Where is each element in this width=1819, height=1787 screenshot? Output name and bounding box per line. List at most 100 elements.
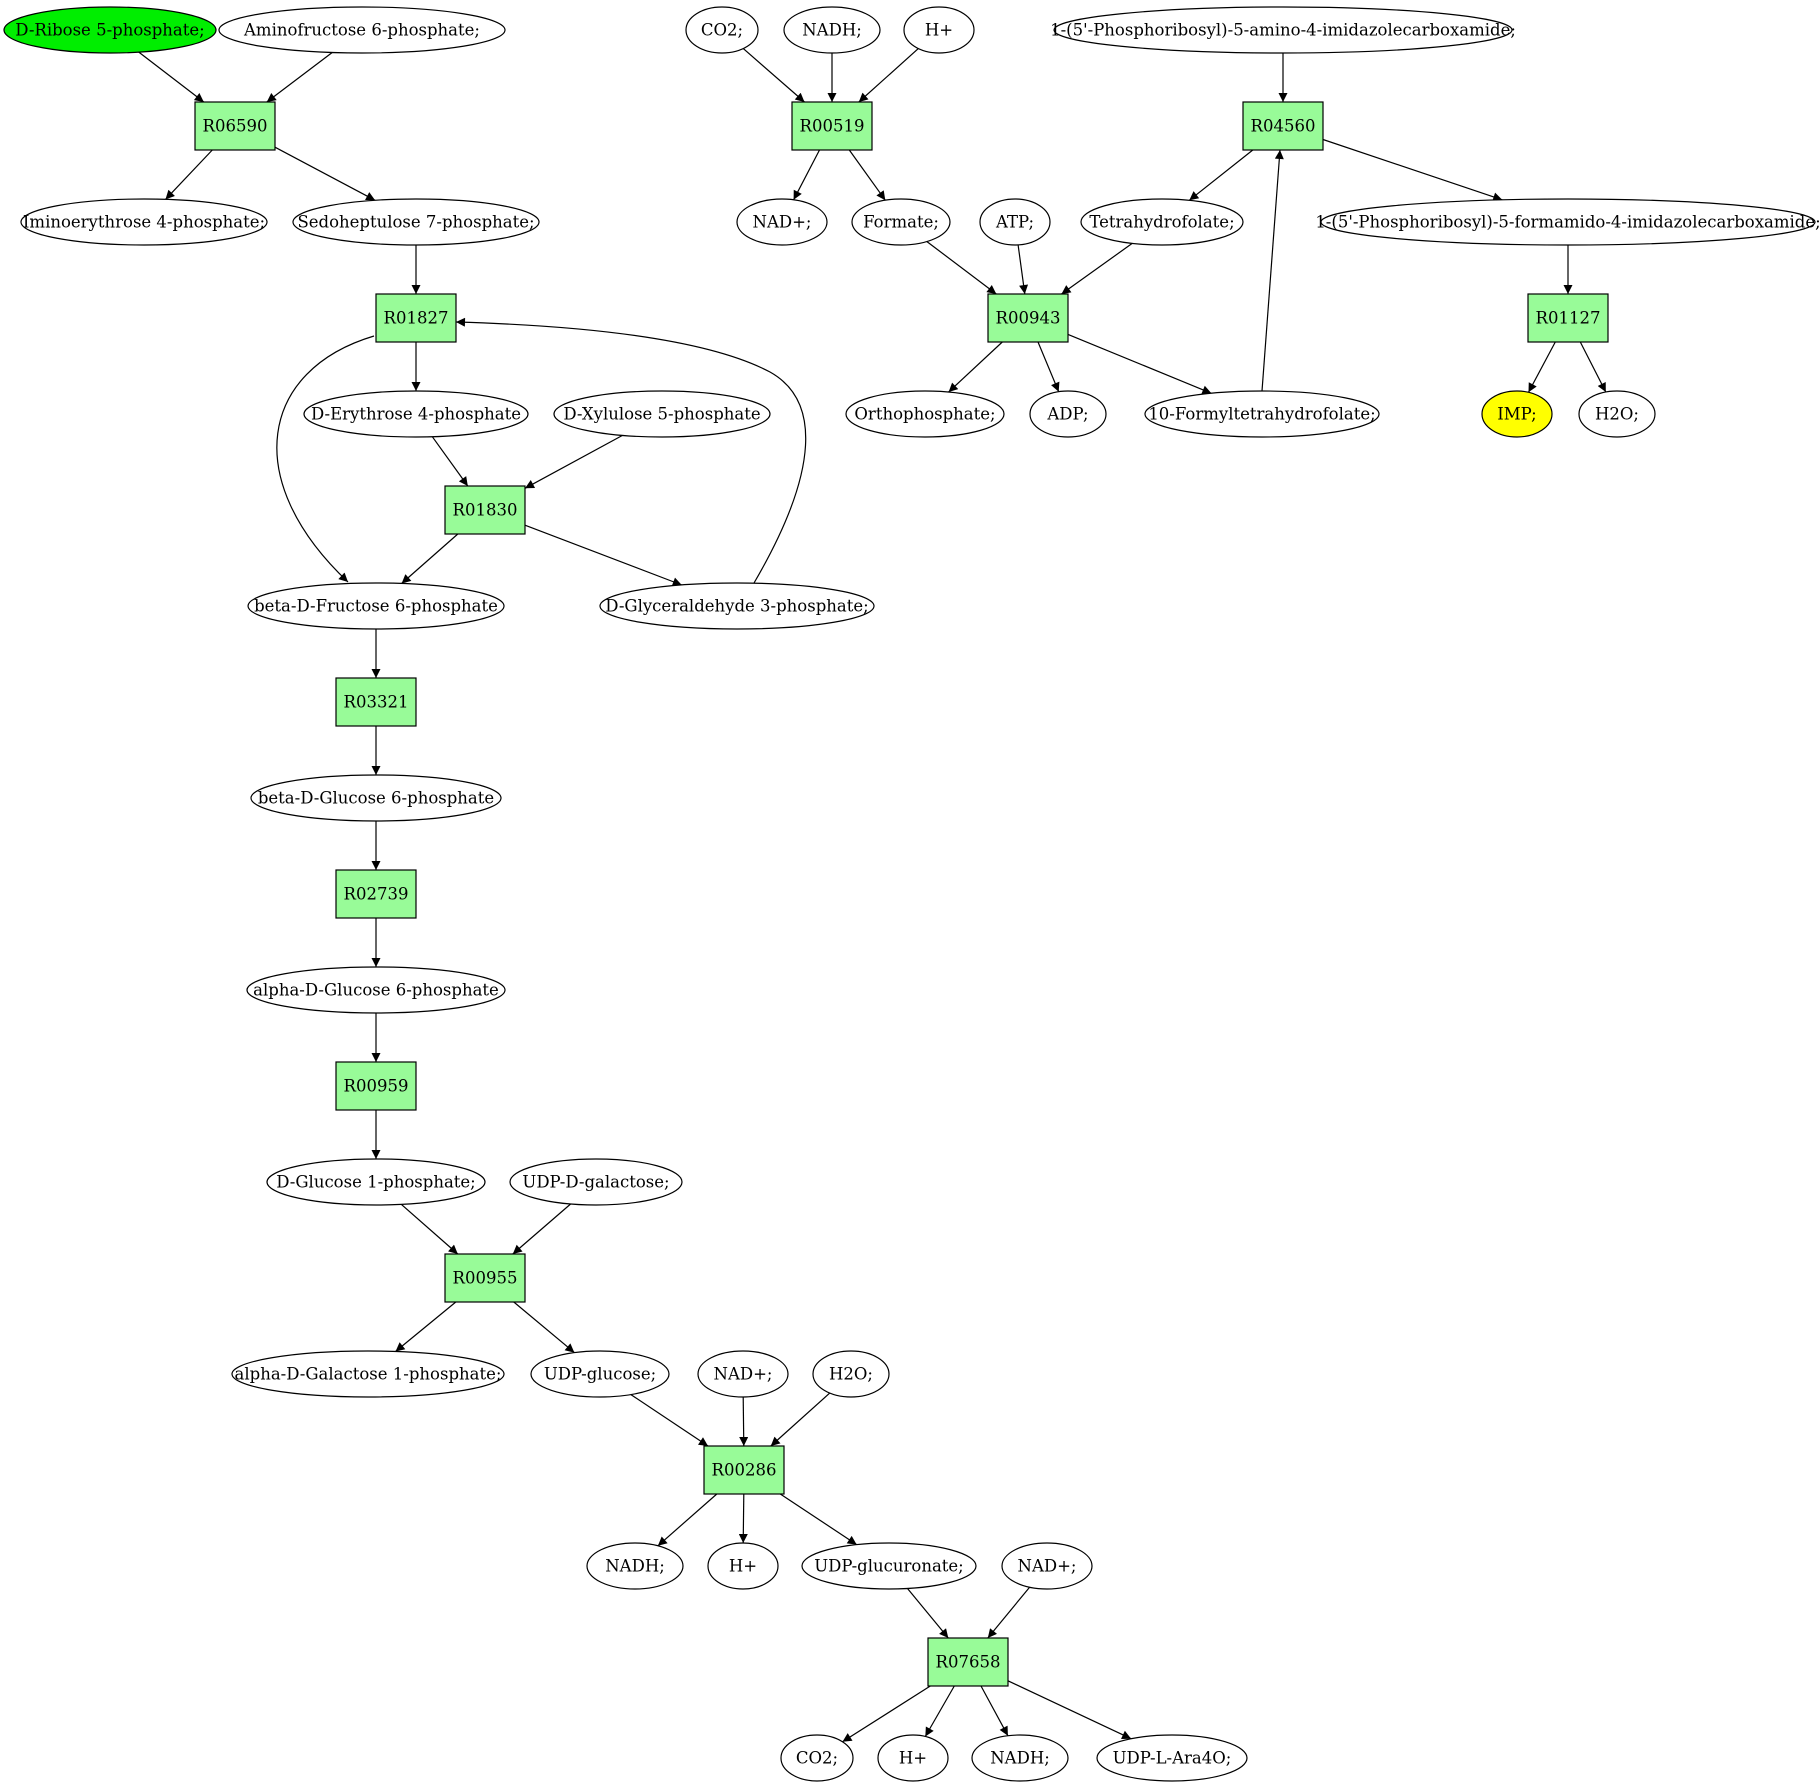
edge-r06590-to-c_ie4p	[165, 149, 213, 200]
compound-node-c_g1p[interactable]: D-Glucose 1-phosphate;	[266, 1158, 486, 1206]
node-label: R01827	[384, 309, 449, 328]
compound-node-c_faicar[interactable]: 1-(5'-Phosphoribosyl)-5-formamido-4-imid…	[1315, 198, 1819, 246]
node-label: alpha-D-Glucose 6-phosphate	[253, 981, 499, 1000]
reaction-node-r01827[interactable]: R01827	[375, 293, 457, 343]
compound-node-c_co2_a[interactable]: CO2;	[685, 6, 759, 54]
compound-node-c_udpara[interactable]: UDP-L-Ara4O;	[1096, 1734, 1248, 1782]
edge-c_g3p-to-r01827	[455, 317, 807, 584]
edge-r04560-to-c_faicar	[1322, 138, 1503, 202]
reaction-node-r00943[interactable]: R00943	[987, 293, 1069, 343]
compound-node-c_udpglcu[interactable]: UDP-glucuronate;	[801, 1542, 977, 1590]
node-label: R00943	[996, 309, 1061, 328]
compound-node-c_nadh_a[interactable]: NADH;	[586, 1542, 684, 1590]
compound-node-c_udpgal[interactable]: UDP-D-galactose;	[509, 1158, 683, 1206]
compound-ellipse	[877, 1734, 949, 1782]
compound-node-c_atp[interactable]: ATP;	[979, 198, 1051, 246]
compound-node-c_thf[interactable]: Tetrahydrofolate;	[1080, 198, 1244, 246]
compound-node-c_fthf[interactable]: 10-Formyltetrahydrofolate;	[1144, 390, 1380, 438]
compound-node-c_amf6p[interactable]: Aminofructose 6-phosphate;	[218, 6, 506, 54]
compound-node-c_imp[interactable]: IMP;	[1481, 390, 1553, 438]
compound-node-c_nadh_c[interactable]: NADH;	[783, 6, 881, 54]
node-label: UDP-glucuronate;	[814, 1557, 963, 1576]
reaction-node-r07658[interactable]: R07658	[927, 1637, 1009, 1687]
compound-node-c_udpglc[interactable]: UDP-glucose;	[530, 1350, 670, 1398]
compound-node-c_h_b[interactable]: H+	[877, 1734, 949, 1782]
compound-ellipse	[1001, 1542, 1093, 1590]
edge-r00955-to-c_agal1p	[395, 1301, 457, 1352]
compound-node-c_nadh_b[interactable]: NADH;	[971, 1734, 1069, 1782]
edge-c_h2o_a-to-r00286	[770, 1392, 831, 1447]
compound-node-c_s7p[interactable]: Sedoheptulose 7-phosphate;	[292, 198, 540, 246]
compound-node-c_pi[interactable]: Orthophosphate;	[845, 390, 1005, 438]
edge-r00286-to-c_udpglcu	[779, 1493, 858, 1546]
reaction-box	[335, 1061, 417, 1111]
reaction-node-r04560[interactable]: R04560	[1242, 101, 1324, 151]
reaction-node-r03321[interactable]: R03321	[335, 677, 417, 727]
compound-node-c_h_a[interactable]: H+	[707, 1542, 779, 1590]
node-label: R03321	[344, 693, 409, 712]
compound-node-c_g3p[interactable]: D-Glyceraldehyde 3-phosphate;	[599, 582, 875, 630]
compound-ellipse	[1320, 198, 1816, 246]
edge-r01127-to-c_imp	[1527, 341, 1556, 393]
edge-c_g1p-to-r00955	[401, 1203, 459, 1255]
reaction-node-r00519[interactable]: R00519	[791, 101, 873, 151]
edges-layer	[138, 48, 1607, 1743]
compound-node-c_nad_c[interactable]: NAD+;	[736, 198, 828, 246]
compound-node-c_bf6p[interactable]: beta-D-Fructose 6-phosphate	[247, 582, 505, 630]
compound-node-c_bg6p[interactable]: beta-D-Glucose 6-phosphate	[250, 774, 502, 822]
compound-node-c_h_c[interactable]: H+	[903, 6, 975, 54]
reaction-node-r01127[interactable]: R01127	[1527, 293, 1609, 343]
compound-node-c_agal1p[interactable]: alpha-D-Galactose 1-phosphate;	[231, 1350, 505, 1398]
edge-r06590-to-c_s7p	[274, 146, 376, 201]
compound-ellipse	[250, 774, 502, 822]
node-label: H+	[729, 1557, 757, 1576]
reaction-box	[703, 1445, 785, 1495]
node-label: beta-D-Glucose 6-phosphate	[258, 789, 494, 808]
compound-node-c_e4p[interactable]: D-Erythrose 4-phosphate	[303, 390, 529, 438]
compound-ellipse	[292, 198, 540, 246]
node-label: D-Xylulose 5-phosphate	[563, 405, 760, 424]
node-label: UDP-D-galactose;	[522, 1173, 669, 1192]
reaction-node-r00286[interactable]: R00286	[703, 1445, 785, 1495]
compound-node-c_h2o_c[interactable]: H2O;	[1578, 390, 1656, 438]
edge-r00286-to-c_nadh_a	[657, 1493, 718, 1547]
node-label: 10-Formyltetrahydrofolate;	[1148, 405, 1375, 424]
reaction-node-r00959[interactable]: R00959	[335, 1061, 417, 1111]
edge-c_xu5p-to-r01830	[524, 434, 623, 489]
compound-node-c_adp[interactable]: ADP;	[1029, 390, 1107, 438]
compound-node-c_nad_a[interactable]: NAD+;	[697, 1350, 789, 1398]
node-label: ATP;	[995, 213, 1034, 232]
reaction-box	[987, 293, 1069, 343]
node-label: D-Glucose 1-phosphate;	[276, 1173, 476, 1192]
reaction-box	[335, 677, 417, 727]
node-label: R00519	[800, 117, 865, 136]
compound-node-c_formate[interactable]: Formate;	[851, 198, 951, 246]
reaction-node-r02739[interactable]: R02739	[335, 869, 417, 919]
compound-ellipse	[586, 1542, 684, 1590]
compound-node-c_aicar[interactable]: 1-(5'-Phosphoribosyl)-5-amino-4-imidazol…	[1050, 6, 1516, 54]
compound-node-c_ie4p[interactable]: Iminoerythrose 4-phosphate;	[20, 198, 268, 246]
compound-ellipse	[1481, 390, 1553, 438]
reaction-node-r06590[interactable]: R06590	[194, 101, 276, 151]
compound-ellipse	[707, 1542, 779, 1590]
reaction-node-r01830[interactable]: R01830	[444, 485, 526, 535]
compound-ellipse	[1578, 390, 1656, 438]
edge-c_udpgal-to-r00955	[512, 1203, 571, 1255]
compound-ellipse	[266, 1158, 486, 1206]
compound-node-c_h2o_a[interactable]: H2O;	[812, 1350, 890, 1398]
node-label: UDP-glucose;	[544, 1365, 656, 1384]
node-label: IMP;	[1497, 405, 1537, 424]
compound-node-c_ag6p[interactable]: alpha-D-Glucose 6-phosphate	[246, 966, 506, 1014]
node-label: H+	[899, 1749, 927, 1768]
edge-c_formate-to-r00943	[926, 241, 997, 295]
compound-ellipse	[903, 6, 975, 54]
compound-node-c_nad_b[interactable]: NAD+;	[1001, 1542, 1093, 1590]
reaction-node-r00955[interactable]: R00955	[444, 1253, 526, 1303]
reaction-box	[335, 869, 417, 919]
compound-node-c_xu5p[interactable]: D-Xylulose 5-phosphate	[553, 390, 771, 438]
compound-node-c_rib5p[interactable]: D-Ribose 5-phosphate;	[3, 6, 217, 54]
compound-node-c_co2_b[interactable]: CO2;	[780, 1734, 854, 1782]
edge-r07658-to-c_udpara	[1007, 1680, 1132, 1740]
compound-ellipse	[218, 6, 506, 54]
